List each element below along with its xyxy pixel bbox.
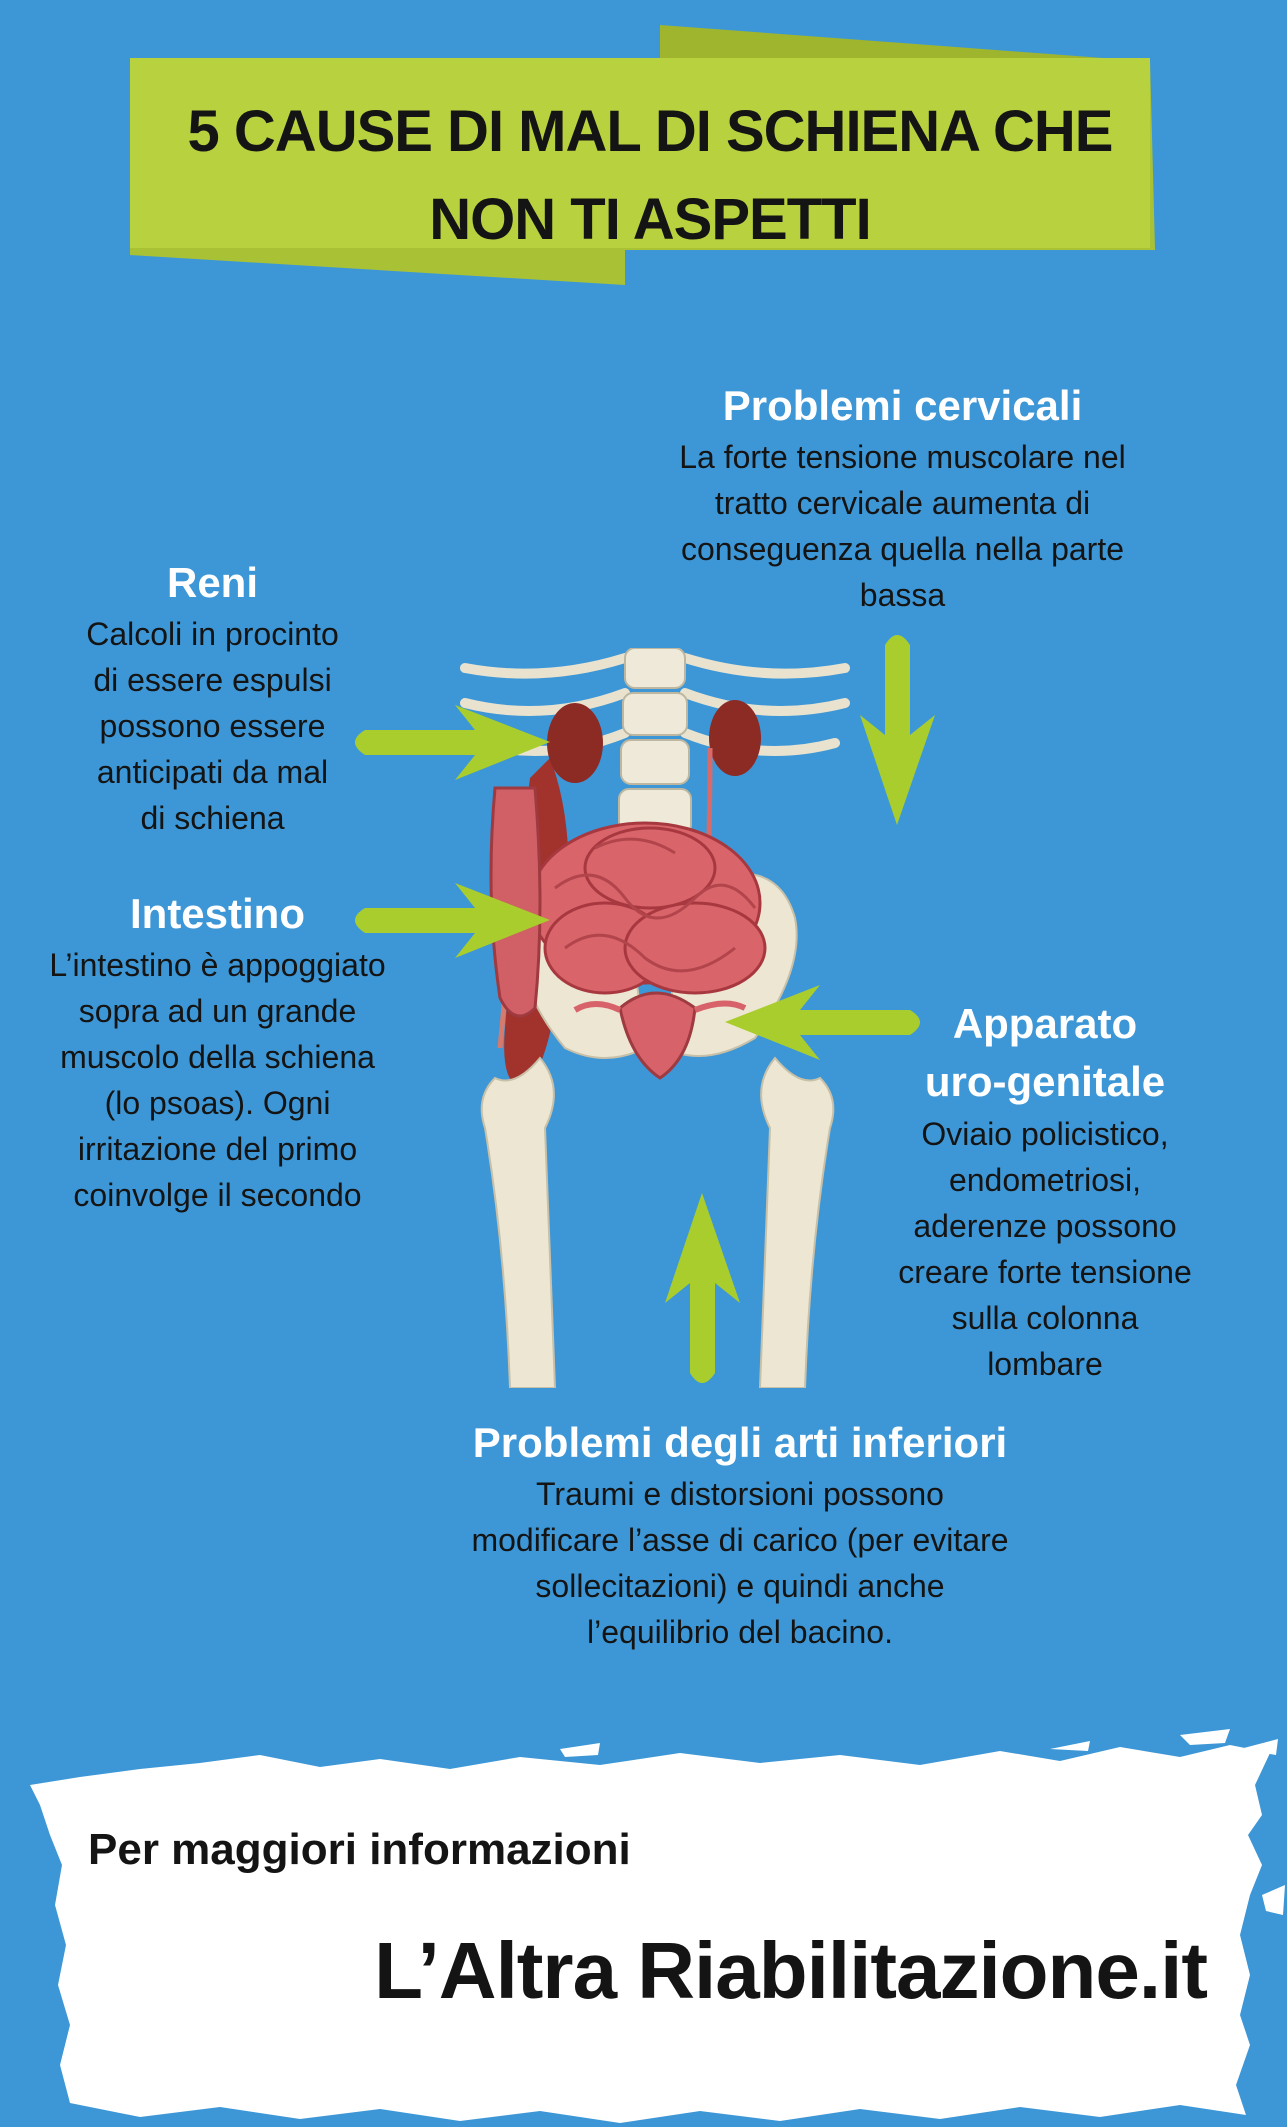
cause-intestino-line: muscolo della schiena: [60, 1039, 375, 1075]
cause-cervicali-line: La forte tensione muscolare nel: [679, 439, 1126, 475]
cause-reni-line: di essere espulsi: [93, 662, 332, 698]
cause-reni-line: Calcoli in procinto: [86, 616, 339, 652]
cause-reni-line: di schiena: [140, 800, 285, 836]
arrow-uro-icon: [725, 985, 920, 1060]
cause-arti-inferiori: Problemi degli arti inferiori Traumi e d…: [430, 1415, 1050, 1655]
cause-reni-line: anticipati da mal: [96, 754, 329, 790]
arrow-arti-icon: [665, 1193, 740, 1383]
cause-uro-line: endometriosi,: [948, 1162, 1142, 1198]
cause-uro-line: sulla colonna: [951, 1300, 1139, 1336]
cause-reni-line: possono essere: [99, 708, 326, 744]
cause-uro-line: Oviaio policistico,: [921, 1116, 1169, 1152]
title-banner: [130, 25, 1155, 285]
footer-panel: [30, 1729, 1285, 2123]
cause-reni-heading: Reni: [166, 559, 258, 606]
cause-arti-line: sollecitazioni) e quindi anche: [535, 1568, 945, 1604]
page-title: 5 CAUSE DI MAL DI SCHIENA CHE NON TI ASP…: [160, 88, 1140, 264]
cause-arti-line: l’equilibrio del bacino.: [587, 1614, 893, 1650]
cause-cervicali-line: bassa: [859, 577, 946, 613]
cause-cervicali-line: tratto cervicale aumenta di: [714, 485, 1091, 521]
cause-intestino-line: sopra ad un grande: [78, 993, 357, 1029]
anatomy-illustration: [460, 648, 850, 1388]
cause-uro-line: lombare: [987, 1346, 1103, 1382]
cause-uro-line: creare forte tensione: [898, 1254, 1192, 1290]
arrow-intestino-icon: [355, 883, 550, 958]
cause-intestino-line: (lo psoas). Ogni: [104, 1085, 331, 1121]
cause-intestino-line: L’intestino è appoggiato: [49, 947, 386, 983]
cause-uro-genitale: Apparato uro-genitale Oviaio policistico…: [870, 995, 1220, 1387]
footer-brand: L’Altra Riabilitazione.it: [374, 1926, 1208, 2015]
cause-uro-heading-2: uro-genitale: [924, 1058, 1166, 1105]
title-line-1: 5 CAUSE DI MAL DI SCHIENA CHE: [187, 99, 1114, 164]
cause-reni: Reni Calcoli in procinto di essere espul…: [55, 555, 370, 841]
cause-cervicali-line: conseguenza quella nella parte: [681, 531, 1124, 567]
arrow-reni-icon: [355, 705, 550, 780]
footer-info-text: Per maggiori informazioni: [88, 1825, 631, 1874]
cause-uro-line: aderenze possono: [913, 1208, 1177, 1244]
cause-arti-line: Traumi e distorsioni possono: [536, 1476, 944, 1512]
cause-intestino-line: coinvolge il secondo: [73, 1177, 362, 1213]
cause-intestino-line: irritazione del primo: [77, 1131, 358, 1167]
cause-cervicali: Problemi cervicali La forte tensione mus…: [630, 378, 1175, 618]
cause-uro-heading-1: Apparato: [952, 1000, 1138, 1047]
title-line-2: NON TI ASPETTI: [429, 187, 871, 252]
cause-arti-line: modificare l’asse di carico (per evitare: [471, 1522, 1009, 1558]
cause-arti-heading: Problemi degli arti inferiori: [472, 1419, 1008, 1466]
arrow-cervicali-icon: [860, 635, 935, 825]
cause-intestino-heading: Intestino: [130, 890, 305, 937]
cause-intestino: Intestino L’intestino è appoggiato sopra…: [20, 886, 415, 1218]
cause-cervicali-heading: Problemi cervicali: [722, 382, 1083, 429]
